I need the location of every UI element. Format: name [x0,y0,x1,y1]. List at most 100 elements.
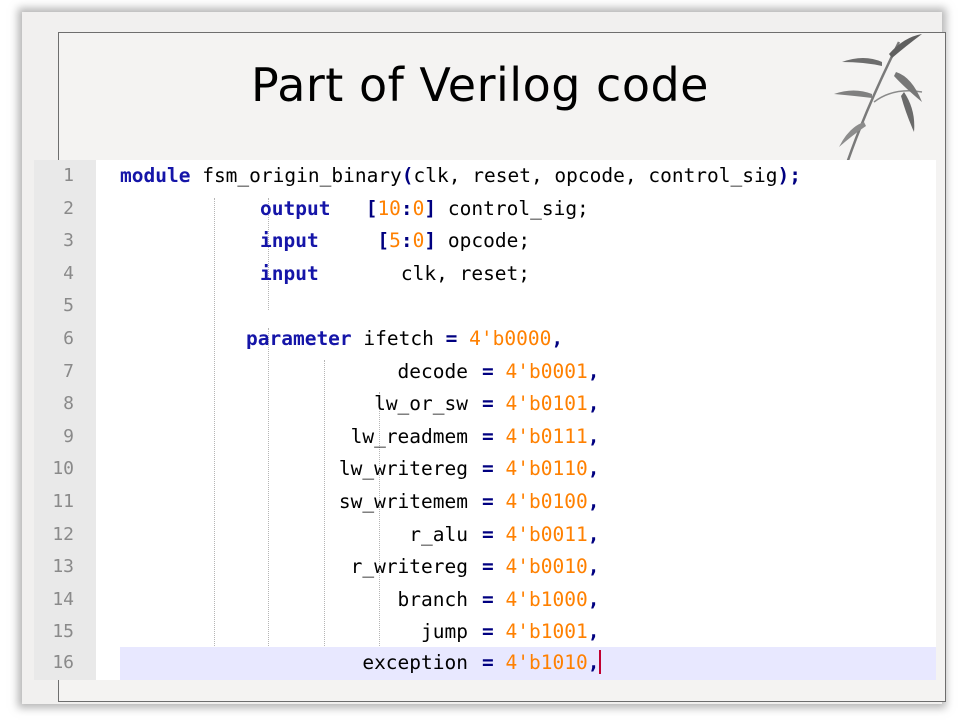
line-number: 13 [52,556,74,578]
text-caret [599,650,602,674]
code-text: parameter ifetch = 4'b0000, [246,323,563,356]
comma: , [587,651,600,674]
indent-guide [324,360,325,678]
param-name: branch [397,587,468,611]
comma: , [587,457,600,481]
param-name: decode [397,359,468,383]
line-number: 11 [52,491,74,512]
code-editor[interactable]: 1 module fsm_origin_binary(clk, reset, o… [34,160,936,680]
line-number: 6 [63,328,74,349]
keyword-input: input [260,261,319,285]
code-text: module fsm_origin_binary(clk, reset, opc… [120,160,801,193]
slide-title: Part of Verilog code [251,58,709,112]
assign-op: = [482,587,494,611]
code-text: input [5:0] opcode; [260,225,530,258]
code-text: = 4'b0110, [482,453,599,486]
comma: , [587,392,600,416]
code-text: output [10:0] control_sig; [260,193,589,226]
line-number: 15 [52,621,74,643]
code-line: 5 [34,290,936,323]
assign-op: = [482,651,494,674]
comma: , [587,620,600,644]
line-number: 10 [52,458,74,480]
code-line: 13 r_writereg = 4'b0010, [34,551,936,584]
assign-op: = [482,392,494,416]
line-number: 2 [63,197,74,219]
range-high: 10 [377,196,401,220]
bamboo-decoration-icon [834,34,923,172]
param-value: 4'b0111 [505,424,588,448]
line-number: 9 [63,425,74,447]
param-value: 4'b1010 [505,651,588,674]
code-text: = 4'b0100, [482,486,599,519]
code-text: = 4'b0010, [482,551,599,584]
code-line: 3 input [5:0] opcode; [34,225,936,258]
param-name: jump [421,620,468,644]
signal-decl: control_sig; [447,196,589,220]
line-number: 14 [52,588,74,610]
keyword-module: module [120,164,191,187]
code-text: = 4'b1000, [482,584,599,617]
code-text: input clk, reset; [260,258,530,291]
line-number: 12 [52,523,74,545]
range-high: 5 [389,229,401,253]
code-text: = 4'b0001, [482,356,599,389]
keyword-input: input [260,229,319,253]
assign-op: = [482,490,494,513]
signal-decl: opcode; [447,229,531,253]
param-value: 4'b0011 [505,522,588,546]
open-paren: ( [401,164,414,187]
line-number: 7 [63,360,74,382]
code-text: = 4'b0101, [482,388,599,421]
assign-op: = [482,555,494,579]
param-name: lw_or_sw [374,392,468,416]
line-number: 1 [63,165,74,186]
param-name: r_alu [409,522,468,546]
code-text: = 4'b0111, [482,421,599,454]
comma: , [587,359,600,383]
assign-op: = [482,359,494,383]
code-text: = 4'b0011, [482,519,599,552]
code-line: 1 module fsm_origin_binary(clk, reset, o… [34,160,936,193]
range-colon: : [400,229,413,253]
code-text: = 4'b1001, [482,616,599,649]
comma: , [551,327,564,350]
comma: , [587,555,600,579]
bracket: ] [424,229,437,253]
assign-op: = [482,620,494,644]
indent-guide [268,328,269,678]
code-line: 4 input clk, reset; [34,258,936,291]
assign-op: = [482,457,494,481]
assign-op: = [482,424,494,448]
param-value: 4'b0010 [505,555,588,579]
code-line: 11 sw_writemem = 4'b0100, [34,486,936,519]
param-value: 4'b0001 [505,359,588,383]
param-value: 4'b0110 [505,457,588,481]
param-value: 4'b1000 [505,587,588,611]
range-colon: : [400,196,413,220]
bracket: ] [424,196,437,220]
signal-decl: clk, reset; [400,261,531,285]
comma: , [587,587,600,611]
comma: , [587,490,600,513]
line-number: 4 [63,262,74,284]
indent-guide [379,392,380,678]
comma: , [587,522,600,546]
code-line: 2 output [10:0] control_sig; [34,193,936,226]
param-value: 4'b0100 [505,490,588,513]
assign-op: = [482,522,494,546]
param-name: ifetch [363,327,434,350]
assign-op: = [445,327,458,350]
code-line: 7 decode = 4'b0001, [34,356,936,389]
range-low: 0 [412,229,425,253]
code-line: 12 r_alu = 4'b0011, [34,519,936,552]
range-low: 0 [412,196,425,220]
code-line: 6 parameter ifetch = 4'b0000, [34,323,936,356]
bracket: [ [365,196,378,220]
line-number-gutter [34,160,96,680]
param-name: r_writereg [350,555,468,579]
code-line: 8 lw_or_sw = 4'b0101, [34,388,936,421]
code-line: 15 jump = 4'b1001, [34,616,936,649]
close-paren: ); [777,164,801,187]
line-number: 16 [52,652,74,673]
